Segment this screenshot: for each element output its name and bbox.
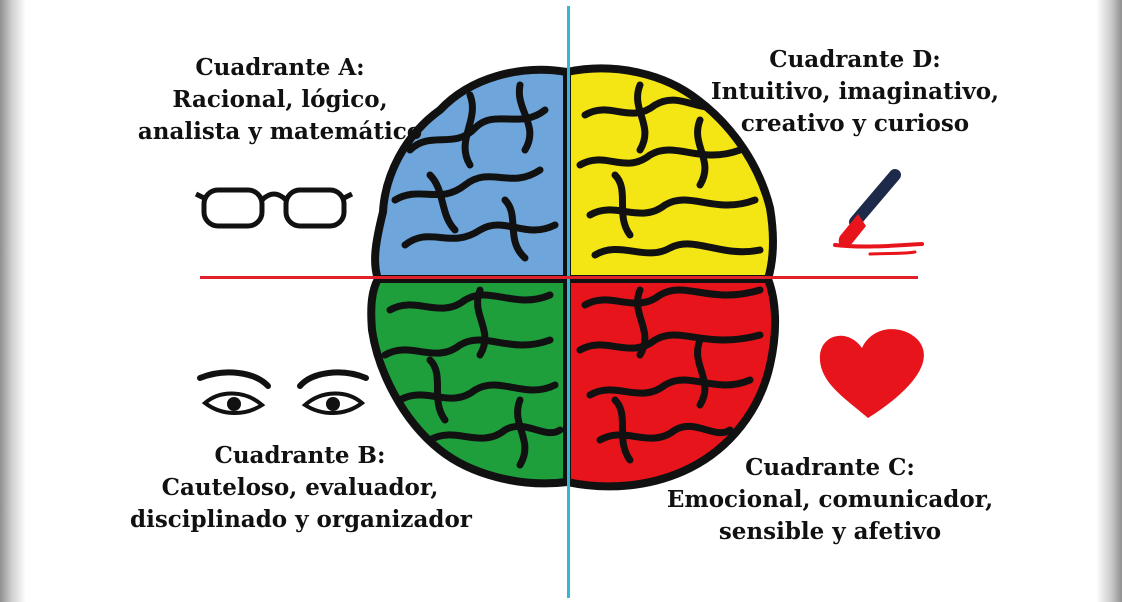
left-edge-shadow: [0, 0, 26, 602]
quadrant-b-line2: disciplinado y organizador: [130, 506, 472, 533]
quadrant-d-line1: Intuitivo, imaginativo,: [710, 78, 1000, 105]
heart-icon: [819, 329, 924, 418]
quadrant-c-label: Cuadrante C: Emocional, comunicador, sen…: [665, 452, 995, 548]
vertical-divider: [567, 6, 570, 598]
right-edge-shadow: [1096, 0, 1122, 602]
quadrant-a-line2: analista y matemático: [137, 118, 423, 145]
quadrant-a-title: Cuadrante A:: [195, 54, 365, 81]
quadrant-c-folds: [576, 286, 764, 464]
quadrant-c-line1: Emocional, comunicador,: [666, 486, 994, 513]
quadrant-c-title: Cuadrante C:: [745, 454, 915, 481]
quadrant-b-fill: [367, 275, 571, 488]
quadrant-b-line1: Cauteloso, evaluador,: [161, 474, 439, 501]
quadrant-b-label: Cuadrante B: Cauteloso, evaluador, disci…: [130, 440, 472, 536]
quadrant-a-line1: Racional, lógico,: [172, 86, 388, 113]
horizontal-divider: [200, 276, 918, 279]
brain-quadrant-a: [371, 65, 571, 283]
quadrant-b-title: Cuadrante B:: [214, 442, 386, 469]
quadrant-b-folds: [381, 286, 564, 469]
quadrant-d-title: Cuadrante D:: [769, 46, 941, 73]
quadrant-d-fill: [563, 64, 777, 283]
glasses-icon: [194, 187, 354, 229]
eyes-icon: [197, 369, 369, 415]
quadrant-d-folds: [576, 81, 764, 259]
quadrant-c-line2: sensible y afetivo: [718, 518, 942, 545]
paintbrush-icon: [833, 169, 924, 256]
quadrant-d-label: Cuadrante D: Intuitivo, imaginativo, cre…: [700, 44, 1010, 140]
brain-quadrant-d: [563, 64, 777, 283]
quadrant-d-line2: creativo y curioso: [740, 110, 970, 137]
brain-quadrant-b: [367, 275, 571, 488]
brain-quadrant-c: [563, 275, 780, 491]
quadrant-a-folds: [391, 81, 559, 262]
quadrant-a-label: Cuadrante A: Racional, lógico, analista …: [130, 52, 430, 148]
